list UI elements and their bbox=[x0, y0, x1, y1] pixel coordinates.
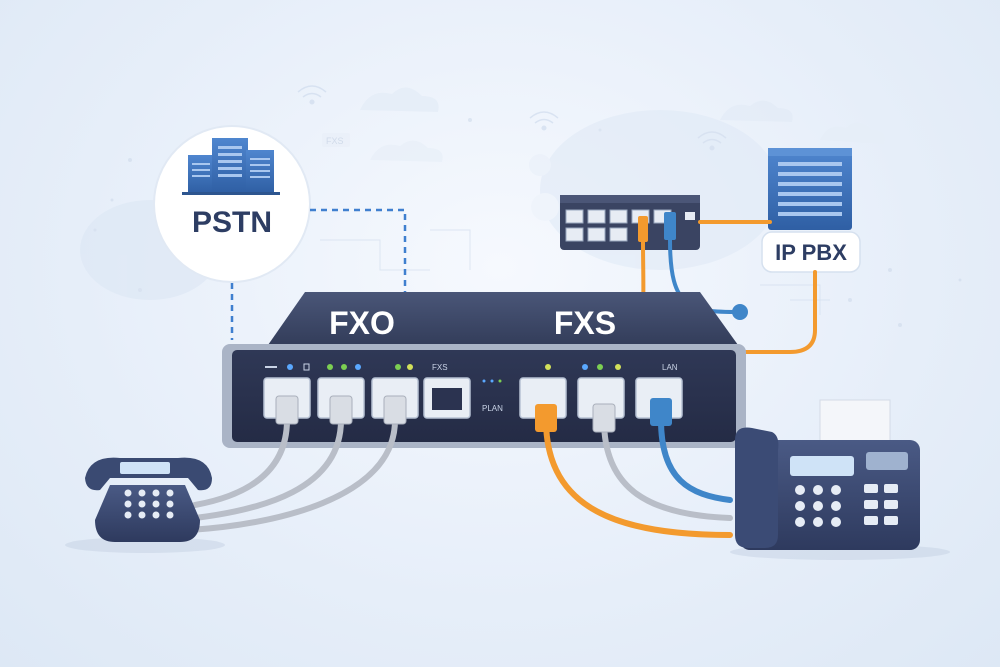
pstn-node: PSTN bbox=[153, 125, 311, 283]
status-leds bbox=[265, 363, 621, 383]
gateway-plugs bbox=[275, 395, 672, 433]
background-fxs-tag: FXS bbox=[326, 136, 344, 146]
building-icon bbox=[182, 138, 280, 195]
fxs-label: FXS bbox=[554, 305, 616, 341]
cloud-icon bbox=[720, 100, 793, 122]
ip-pbx-label-box bbox=[761, 231, 861, 273]
port-label-lan: LAN bbox=[662, 363, 678, 372]
network-switch bbox=[560, 195, 700, 250]
fax-paper bbox=[819, 399, 891, 446]
analog-phone bbox=[65, 457, 225, 553]
fax-phone bbox=[730, 399, 950, 560]
wifi-icon bbox=[297, 85, 327, 105]
cloud-icon bbox=[370, 140, 443, 162]
handset bbox=[735, 427, 779, 548]
wifi-icon bbox=[529, 111, 559, 131]
phone-cables bbox=[187, 417, 733, 538]
pstn-label: PSTN bbox=[192, 206, 272, 239]
ip-pbx-label: IP PBX bbox=[775, 240, 847, 265]
switch-plugs bbox=[638, 212, 676, 242]
wifi-icon bbox=[697, 131, 727, 151]
cloud-icon bbox=[360, 87, 439, 112]
fxo-label: FXO bbox=[329, 305, 395, 341]
ip-pbx-server: IP PBX bbox=[761, 148, 861, 273]
port-label-fxs: FXS bbox=[432, 363, 448, 372]
pstn-dashed-link bbox=[230, 208, 407, 340]
port-label-plan: PLAN bbox=[482, 404, 503, 413]
cloud-icon bbox=[820, 122, 885, 144]
